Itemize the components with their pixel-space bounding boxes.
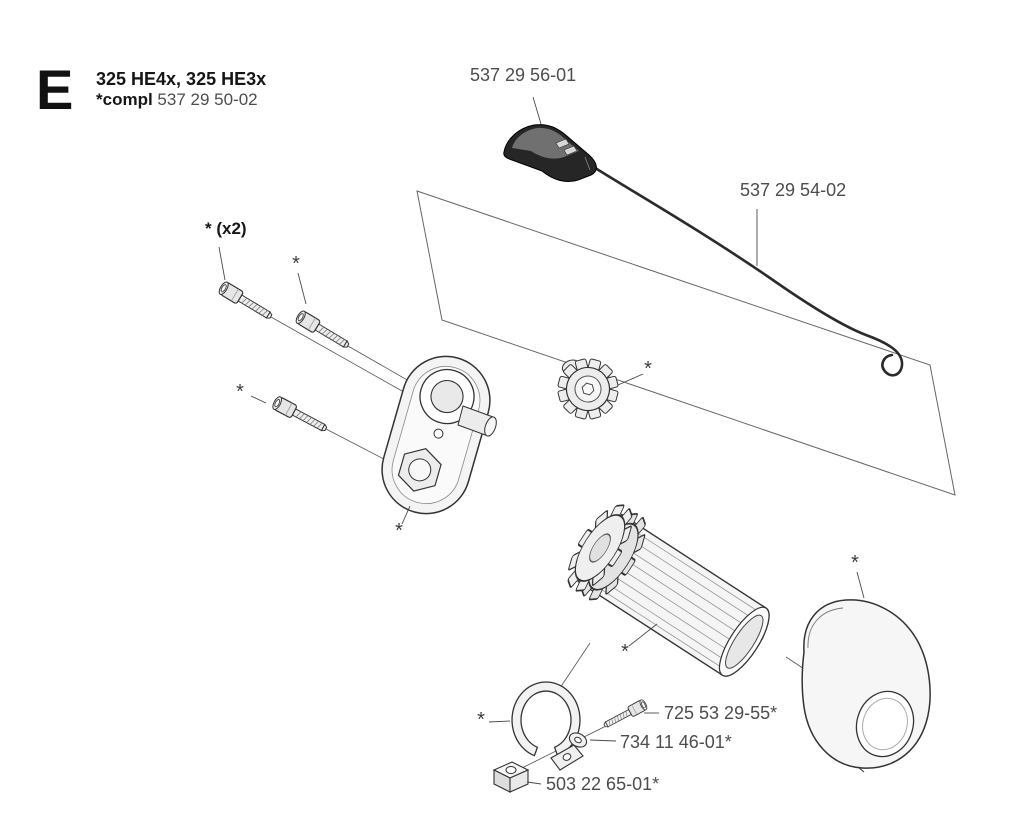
leader-lines (218, 96, 865, 785)
flange-plate (381, 355, 491, 515)
washer (568, 732, 588, 748)
throttle-trigger (503, 124, 597, 183)
screw-middle (293, 308, 353, 353)
drum-clamp-axis-line (559, 642, 591, 689)
label-washer-number: 734 11 46-01* (620, 732, 732, 752)
throttle-cable (590, 164, 904, 377)
star-marker-flange-plate: * (395, 520, 403, 542)
star-marker-clamp: * (477, 709, 485, 731)
pinion-gear (557, 358, 619, 420)
screw-top-left (216, 279, 276, 324)
splined-drum (567, 504, 770, 677)
label-clamp-bolt-number: 725 53 29-55* (664, 703, 778, 723)
label-throttle-trigger-number: 537 29 56-01 (470, 65, 577, 85)
star-marker-cover: * (851, 552, 859, 574)
nut (492, 761, 530, 793)
cover-housing (801, 599, 931, 773)
screw-lower (270, 394, 330, 436)
compl-label: *compl (96, 90, 153, 109)
compl-line: *compl 537 29 50-02 (96, 90, 258, 110)
compl-part-number: 537 29 50-02 (157, 90, 258, 109)
gear-axle-pin (457, 405, 497, 437)
label-throttle-cable-number: 537 29 54-02 (740, 180, 847, 200)
star-marker-splined-drum: * (621, 641, 629, 663)
star-marker-screw-lower: * (236, 381, 244, 403)
star-marker-pinion-gear: * (644, 358, 652, 380)
model-names: 325 HE4x, 325 HE3x (96, 69, 267, 89)
label-nut-number: 503 22 65-01* (546, 774, 660, 794)
clamp-bolt (601, 698, 649, 731)
clamp (511, 681, 584, 771)
section-letter: E (36, 58, 74, 121)
assembly-plane (416, 190, 956, 496)
label-screw-quantity: * (x2) (205, 219, 247, 238)
star-marker-screw-middle: * (292, 253, 300, 275)
